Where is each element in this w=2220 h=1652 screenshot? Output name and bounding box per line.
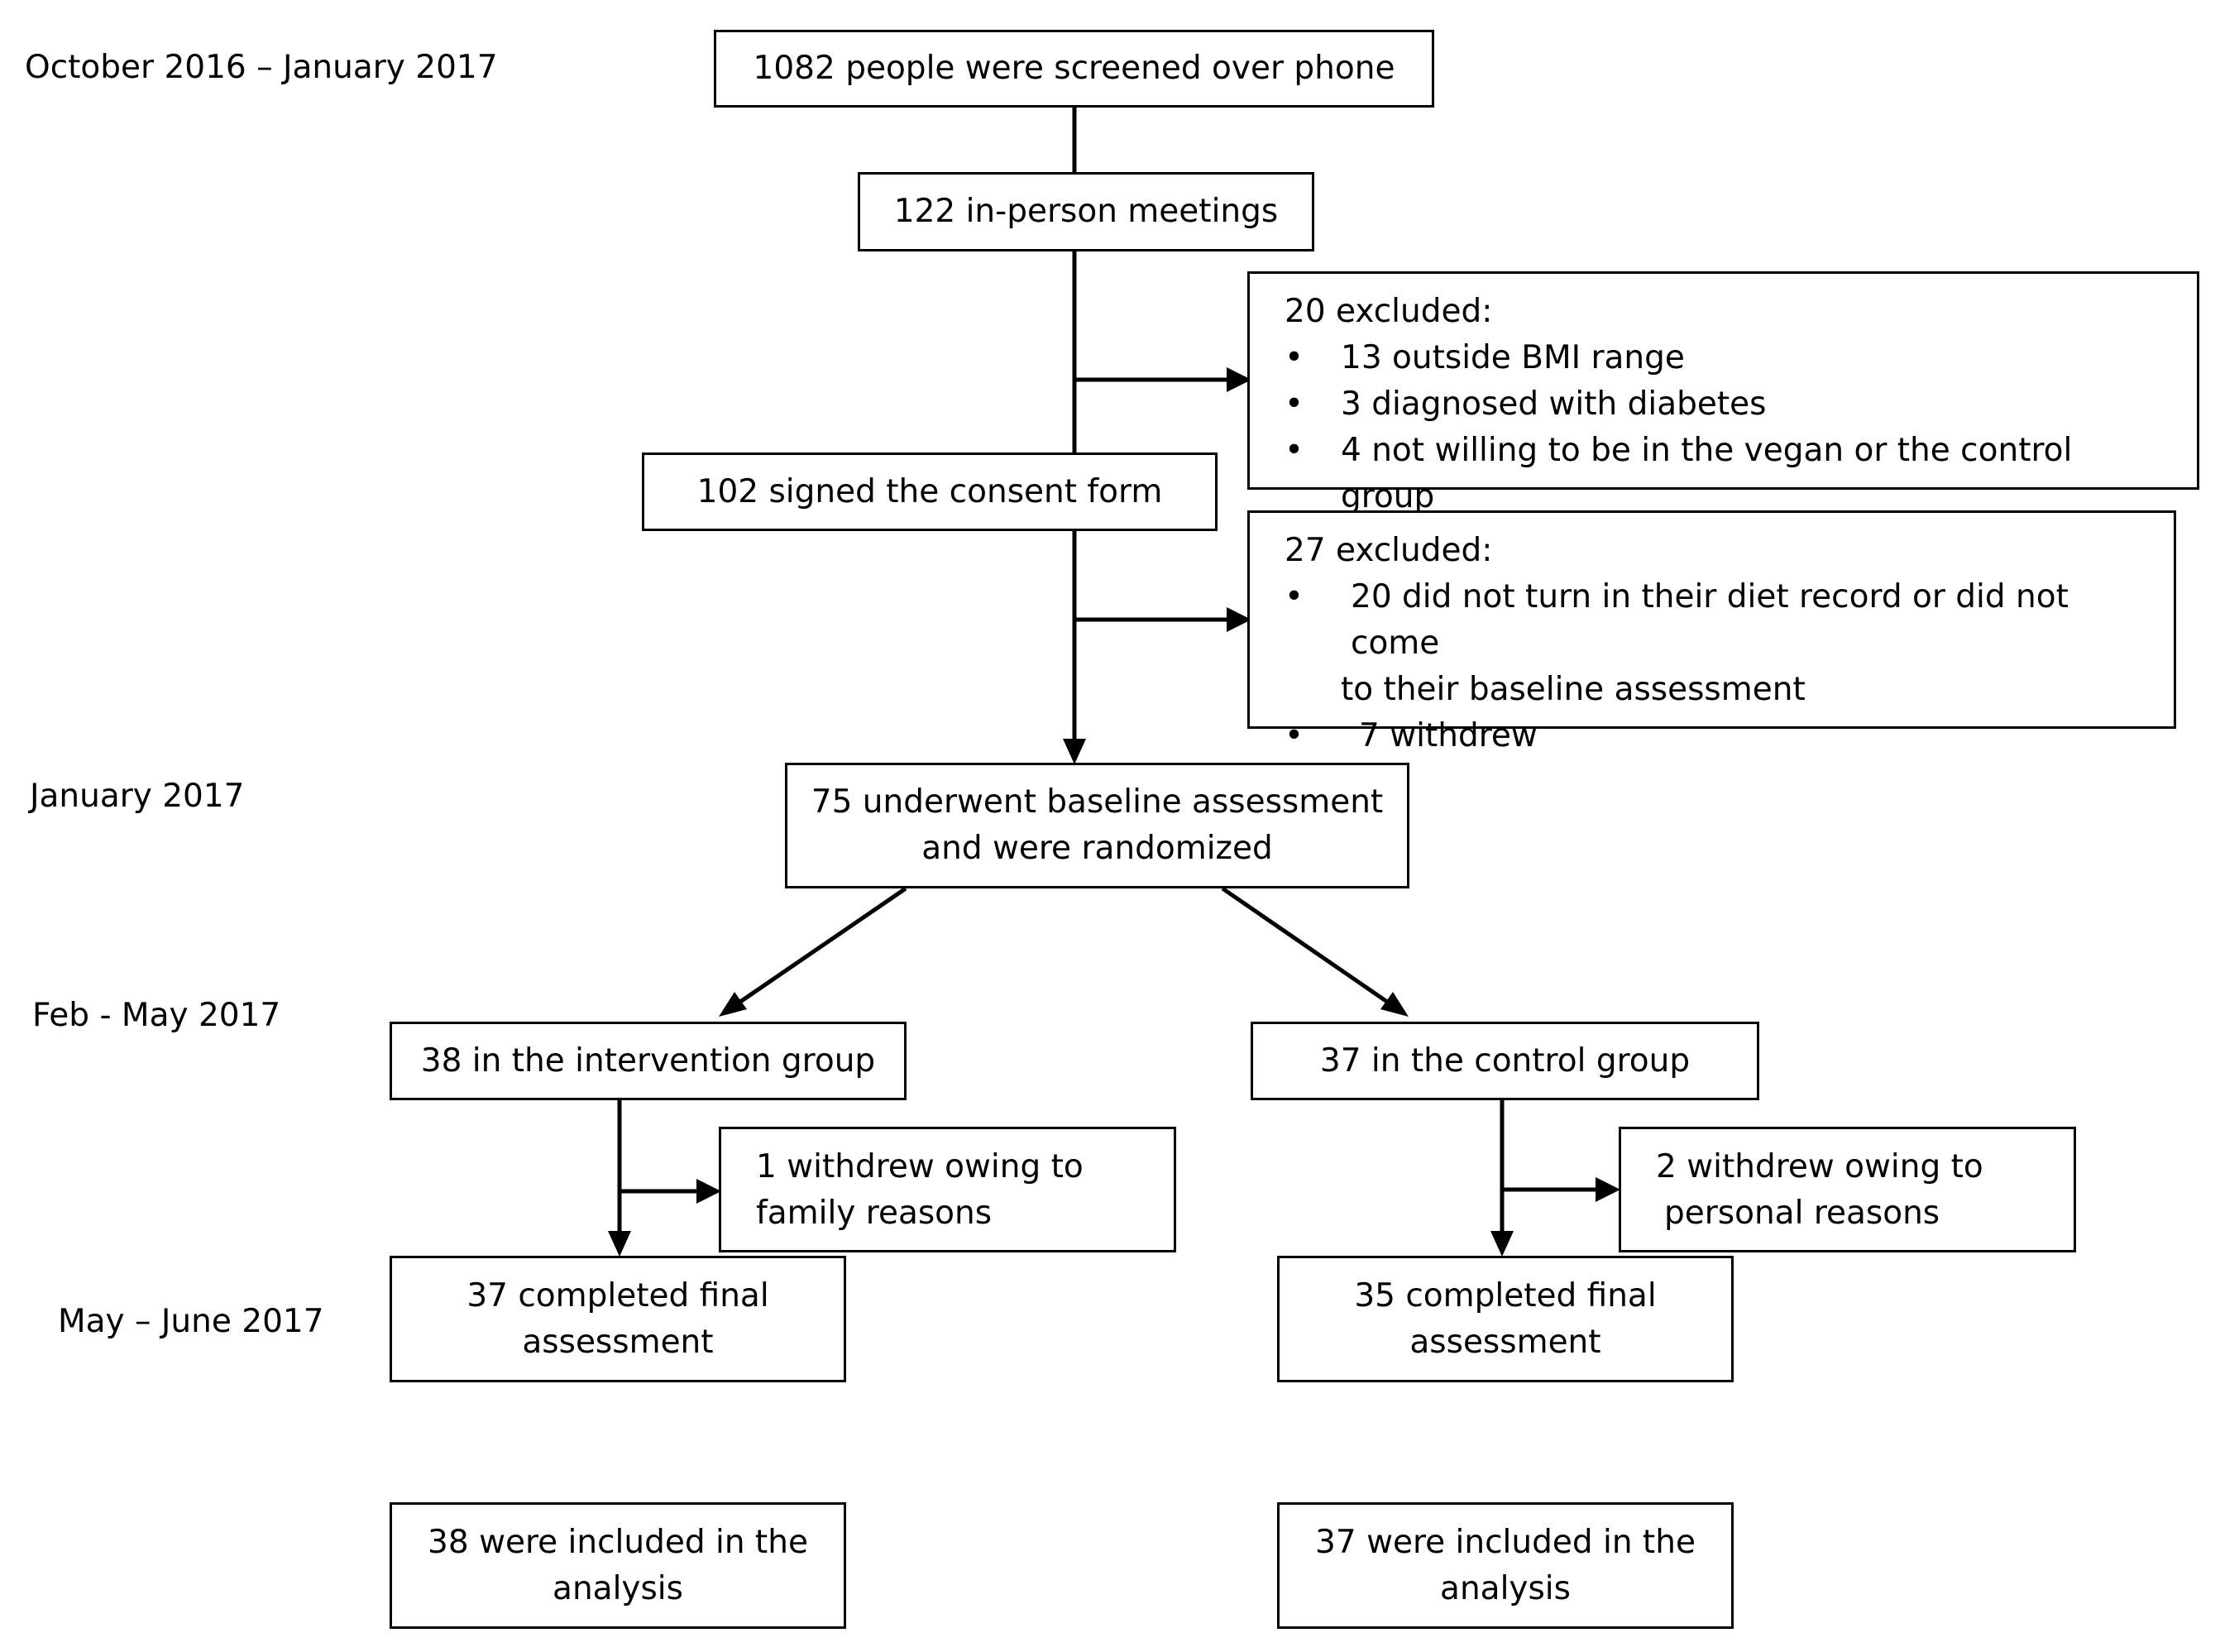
- control-text: 37 in the control group: [1319, 1041, 1691, 1080]
- intervention-box: 38 in the intervention group: [390, 1022, 907, 1100]
- int-withdrawal-box: 1 withdrew owing to family reasons: [719, 1127, 1176, 1252]
- timeline-oct-2016-jan-2017: October 2016 – January 2017: [25, 49, 498, 86]
- ctl-withdrawal-box: 2 withdrew owing to personal reasons: [1619, 1127, 2076, 1252]
- exclusion2-box: 27 excluded: 20 did not turn in their di…: [1247, 510, 2176, 759]
- arrowhead-to-exclusion1: [1227, 367, 1251, 392]
- ctl-withdrawal-line2: personal reasons: [1664, 1195, 1940, 1232]
- ctl-analysis-box: 37 were included in the analysis: [1277, 1502, 1734, 1629]
- ctl-final-box: 35 completed final assessment: [1277, 1256, 1734, 1382]
- int-analysis-line2: analysis: [553, 1569, 683, 1607]
- exclusion2-title: 27 excluded:: [1285, 532, 1493, 569]
- ctl-final-line2: assessment: [1409, 1323, 1601, 1361]
- timeline-may-june-2017: May – June 2017: [58, 1303, 324, 1340]
- ctl-withdrawal-line1: 2 withdrew owing to: [1656, 1148, 1983, 1185]
- exclusion2-item1-line2: to their baseline assessment: [1341, 671, 1806, 708]
- baseline-box: 75 underwent baseline assessment and wer…: [785, 763, 1409, 888]
- intervention-text: 38 in the intervention group: [420, 1041, 876, 1080]
- meetings-text: 122 in-person meetings: [893, 193, 1279, 230]
- arrowhead-to-baseline: [1063, 739, 1086, 764]
- exclusion2-item: 7 withdrew: [1285, 713, 2141, 759]
- int-final-line1: 37 completed final: [466, 1276, 769, 1314]
- int-analysis-box: 38 were included in the analysis: [390, 1502, 846, 1629]
- control-box: 37 in the control group: [1251, 1022, 1759, 1100]
- arrowhead-to-int-withdrawal: [696, 1179, 721, 1204]
- exclusion1-box: 20 excluded: 13 outside BMI range 3 diag…: [1247, 271, 2199, 515]
- timeline-feb-may-2017: Feb - May 2017: [32, 997, 281, 1034]
- exclusion1-title: 20 excluded:: [1285, 293, 1493, 330]
- arrowhead-to-intervention: [719, 992, 747, 1017]
- arrowhead-to-exclusion2: [1227, 607, 1251, 632]
- exclusion1-item: 3 diagnosed with diabetes: [1285, 381, 2164, 428]
- int-final-box: 37 completed final assessment: [390, 1256, 846, 1382]
- exclusion2-list: 20 did not turn in their diet record or …: [1285, 574, 2141, 759]
- ctl-analysis-line1: 37 were included in the: [1315, 1523, 1696, 1561]
- exclusion2-item1-line1: 20 did not turn in their diet record or …: [1351, 578, 2069, 662]
- consent-box: 102 signed the consent form: [642, 453, 1218, 531]
- connector-baseline-intervention: [736, 886, 907, 1006]
- timeline-jan-2017: January 2017: [30, 778, 245, 815]
- arrowhead-to-int-final: [608, 1231, 631, 1257]
- consent-text: 102 signed the consent form: [696, 472, 1163, 510]
- connector-baseline-control: [1221, 886, 1391, 1006]
- baseline-line2: and were randomized: [921, 830, 1273, 867]
- int-final-line2: assessment: [522, 1323, 714, 1361]
- exclusion1-item: 13 outside BMI range: [1285, 335, 2164, 381]
- exclusion1-item: 4 not willing to be in the vegan or the …: [1285, 428, 2164, 520]
- int-withdrawal-line1: 1 withdrew owing to: [756, 1148, 1084, 1185]
- ctl-final-line1: 35 completed final: [1354, 1276, 1657, 1314]
- int-analysis-line1: 38 were included in the: [428, 1523, 808, 1561]
- meetings-box: 122 in-person meetings: [858, 172, 1314, 251]
- screened-text: 1082 people were screened over phone: [753, 50, 1395, 87]
- exclusion2-item2: 7 withdrew: [1359, 717, 1538, 754]
- arrowhead-to-ctl-final: [1490, 1231, 1514, 1257]
- screened-box: 1082 people were screened over phone: [714, 30, 1434, 108]
- exclusion1-list: 13 outside BMI range 3 diagnosed with di…: [1285, 335, 2164, 520]
- arrowhead-to-ctl-withdrawal: [1596, 1177, 1620, 1202]
- arrowhead-to-control: [1380, 992, 1409, 1017]
- exclusion2-item: 20 did not turn in their diet record or …: [1285, 574, 2141, 713]
- int-withdrawal-line2: family reasons: [756, 1195, 993, 1232]
- ctl-analysis-line2: analysis: [1440, 1569, 1571, 1607]
- baseline-line1: 75 underwent baseline assessment: [811, 783, 1384, 821]
